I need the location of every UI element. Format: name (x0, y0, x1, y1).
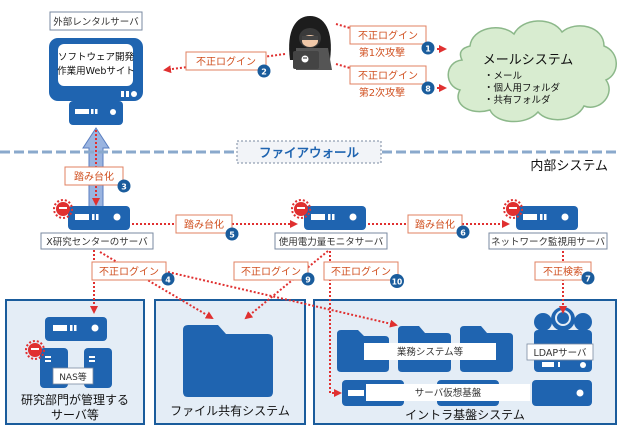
server-label: X研究センターのサーバ (46, 236, 148, 248)
step-number: 1 (425, 45, 431, 54)
file-share-panel: ファイル共有システム (154, 299, 306, 425)
step-3: 踏み台化 3 (64, 166, 131, 193)
step-badge (421, 41, 435, 55)
step-label: 踏み台化 (415, 218, 455, 231)
firewall: ファイアウォール (0, 140, 620, 164)
server-icon (516, 206, 578, 230)
mail-system-cloud: メールシステム ・メール ・個人用フォルダ ・共有フォルダ (447, 20, 617, 123)
attacker-icon (289, 16, 332, 70)
power-monitor-server: 使用電力量モニタサーバ (274, 199, 388, 250)
virus-icon (25, 340, 45, 360)
step-9: 不正ログイン 9 (233, 261, 315, 286)
step-number: 7 (585, 275, 591, 284)
step-number: 5 (229, 231, 235, 240)
virus-icon (291, 199, 311, 219)
server-label: ネットワーク監視用サーバ (491, 236, 605, 248)
attack-line-8a (335, 63, 351, 69)
step-sublabel: 第2次攻撃 (359, 86, 405, 99)
step-badge (161, 272, 175, 286)
attack-line-10 (329, 251, 342, 397)
step-number: 3 (121, 183, 127, 192)
server-icon (68, 206, 130, 230)
step-label: 不正ログイン (99, 265, 159, 278)
step-number: 10 (392, 278, 402, 287)
step-badge (117, 179, 131, 193)
step-badge (390, 274, 404, 288)
mail-system-title: メールシステム (483, 53, 574, 68)
step-badge (456, 225, 470, 239)
external-rental-server: 外部レンタルサーバ ソフトウェア開発 作業用Webサイト (49, 11, 143, 125)
research-panel-title-line1: 研究部門が管理する (21, 392, 129, 407)
step-sublabel: 第1次攻撃 (359, 46, 405, 59)
intra-panel: 業務システム等 LDAPサーバ サーバ仮想基盤 イントラ基盤システム (313, 299, 617, 425)
step-number: 9 (305, 276, 311, 285)
server-label: 使用電力量モニタサーバ (279, 236, 384, 248)
step-1: 不正ログイン 第1次攻撃 1 (349, 25, 435, 59)
research-panel-title-line2: サーバ等 (51, 408, 99, 422)
step-7: 不正検索 7 (534, 261, 595, 285)
ldap-server: LDAPサーバ (526, 307, 594, 372)
step-number: 6 (460, 229, 466, 238)
website-label-line1: ソフトウェア開発 (58, 51, 135, 63)
file-share-panel-title: ファイル共有システム (170, 404, 290, 418)
network-monitor-server: ネットワーク監視用サーバ (488, 199, 608, 250)
research-panel: NAS等 研究部門が管理する サーバ等 (5, 299, 145, 425)
step-10: 不正ログイン 10 (323, 261, 404, 288)
firewall-label: ファイアウォール (259, 145, 360, 160)
step-number: 8 (425, 85, 431, 94)
step-badge (225, 227, 239, 241)
step-number: 4 (165, 276, 171, 285)
step-label: 踏み台化 (184, 218, 224, 231)
website-label-line2: 作業用Webサイト (57, 65, 135, 77)
business-label-box (364, 343, 496, 360)
ldap-label: LDAPサーバ (533, 348, 587, 359)
virtual-label: サーバ仮想基盤 (415, 387, 482, 399)
mail-item: ・共有フォルダ (484, 94, 551, 106)
monitor-screen (58, 44, 133, 86)
attack-line-9 (244, 250, 329, 320)
step-label: 不正ログイン (196, 55, 256, 68)
step-label: 不正ログイン (241, 265, 301, 278)
step-label: 不正ログイン (358, 69, 418, 82)
step-label: 踏み台化 (74, 170, 114, 183)
step-label: 不正ログイン (331, 265, 391, 278)
virus-icon (503, 199, 523, 219)
folder-icon (337, 330, 389, 372)
attack-line-1a (335, 23, 351, 29)
step-label: 不正検索 (543, 265, 583, 278)
business-label: 業務システム等 (397, 346, 464, 358)
step-5: 踏み台化 5 (175, 214, 239, 241)
firewall-label-box (236, 140, 382, 164)
internal-system-label: 内部システム (530, 158, 608, 174)
x-research-server: X研究センターのサーバ (40, 199, 154, 250)
step-badge (301, 272, 315, 286)
server-icon (304, 206, 366, 230)
virtual-label-box (366, 384, 530, 401)
step-number: 2 (261, 68, 267, 77)
step-8: 不正ログイン 第2次攻撃 8 (349, 65, 435, 99)
step-6: 踏み台化 6 (407, 214, 470, 239)
step-badge (581, 271, 595, 285)
step-4: 不正ログイン 4 (91, 261, 175, 286)
virus-icon (53, 199, 73, 219)
folder-icon (183, 325, 273, 397)
step-label: 不正ログイン (358, 29, 418, 42)
nas-label: NAS等 (59, 371, 87, 383)
step-badge (257, 64, 271, 78)
rental-server-label-box (49, 11, 143, 31)
rental-server-label: 外部レンタルサーバ (53, 16, 139, 28)
mail-item: ・メール (484, 71, 523, 82)
step-2: 不正ログイン 2 (185, 51, 271, 78)
server-icon (532, 380, 592, 406)
intra-panel-title: イントラ基盤システム (405, 408, 525, 422)
mail-item: ・個人用フォルダ (484, 82, 561, 94)
attack-line-4c (167, 271, 398, 328)
step-badge (421, 81, 435, 95)
